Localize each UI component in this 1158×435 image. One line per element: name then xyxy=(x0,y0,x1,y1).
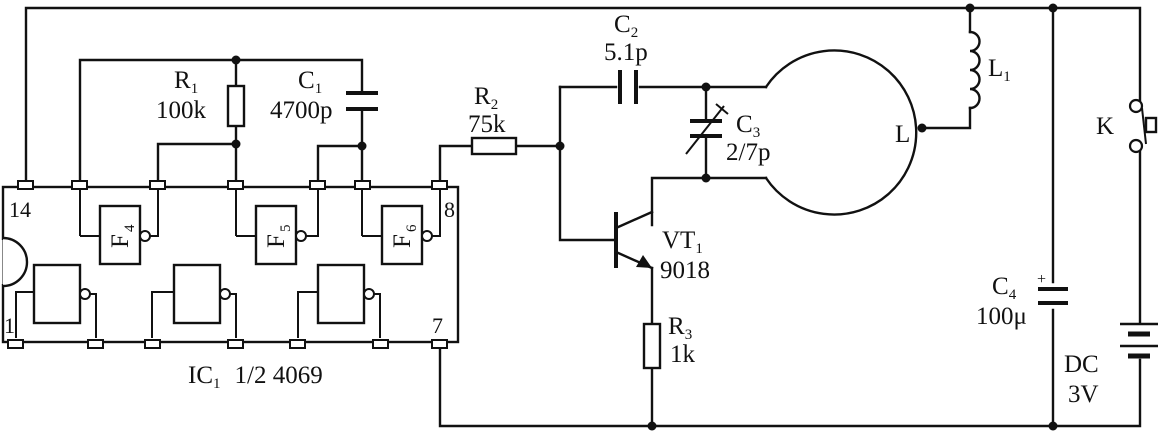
top-rail-wire xyxy=(24,6,1142,184)
ic-pin xyxy=(289,339,306,349)
gate-f4-label: F 4 xyxy=(107,224,138,248)
svg-text:4: 4 xyxy=(122,224,138,232)
svg-text:6: 6 xyxy=(404,224,420,232)
l-to-l1-wire xyxy=(920,106,972,130)
r1-value: 100k xyxy=(156,97,207,124)
ic-notch xyxy=(2,236,29,288)
svg-text:5: 5 xyxy=(278,225,294,233)
svg-text:F: F xyxy=(107,234,134,248)
vt1-ref: VT1 xyxy=(662,227,703,257)
r1-resistor xyxy=(226,84,246,128)
pin8-wire xyxy=(438,144,474,184)
c4-polarity: + xyxy=(1037,271,1046,288)
r1-ref: R1 xyxy=(174,67,198,97)
ic-bottom-pins xyxy=(7,339,448,349)
l1-inductor xyxy=(968,30,981,110)
ic-pin xyxy=(87,339,104,349)
c4-ref: C4 xyxy=(992,273,1017,303)
ic-package: F 4 F 5 F 6 14 8 1 7 xyxy=(0,180,460,349)
collector-wire xyxy=(650,176,768,227)
wires xyxy=(24,6,1142,428)
gate-f5-label: F 5 xyxy=(263,225,294,249)
f5-out-wire xyxy=(316,144,364,184)
gate-lower-2 xyxy=(151,263,237,338)
bottom-rail-wire xyxy=(438,346,1142,428)
r2-ref: R2 xyxy=(474,83,498,113)
base-wire xyxy=(558,85,616,242)
ic-pin xyxy=(227,180,244,190)
ic-pin xyxy=(71,180,88,190)
c1-value: 4700p xyxy=(270,97,333,124)
transistor-vt1 xyxy=(614,210,654,270)
r3-ref: R3 xyxy=(668,313,692,343)
ic-pin xyxy=(309,180,326,190)
r2-resistor xyxy=(470,136,518,156)
c1-capacitor xyxy=(346,91,378,111)
feedback-top-wire xyxy=(78,58,364,184)
c4-capacitor xyxy=(1038,287,1068,305)
gate-f6 xyxy=(361,190,441,266)
c2-capacitor xyxy=(618,70,638,104)
ic-pin xyxy=(354,180,371,190)
junction-dots xyxy=(231,3,1058,431)
ic-pin xyxy=(149,180,166,190)
ic-pin xyxy=(431,180,448,190)
r3-value: 1k xyxy=(670,341,696,368)
l-ref: L xyxy=(895,121,910,148)
ic-pin xyxy=(17,180,34,190)
gate-f5 xyxy=(235,190,319,266)
svg-text:F: F xyxy=(263,234,290,248)
gate-lower-1 xyxy=(15,263,97,338)
r3-resistor xyxy=(642,322,662,370)
ic-pin xyxy=(7,339,24,349)
c3-ref: C3 xyxy=(736,111,760,141)
ic-pin xyxy=(372,339,389,349)
ic-pin xyxy=(227,339,244,349)
pin-7-label: 7 xyxy=(432,313,443,338)
pin-1-label: 1 xyxy=(4,313,15,338)
dc-label: DC xyxy=(1064,351,1099,378)
ic-pin xyxy=(431,339,448,349)
battery-dc xyxy=(1120,322,1158,359)
f4-out-wire xyxy=(156,142,238,184)
gate-f6-label: F 6 xyxy=(389,224,420,248)
gate-f4 xyxy=(79,190,159,266)
ic-top-pins xyxy=(17,180,448,190)
c1-ref: C1 xyxy=(298,67,322,97)
svg-text:F: F xyxy=(389,234,416,248)
c3-value: 2/7p xyxy=(726,139,770,166)
ic-pin xyxy=(144,339,161,349)
c2-ref: C2 xyxy=(614,11,638,41)
gate-lower-3 xyxy=(297,263,381,338)
pin-14-label: 14 xyxy=(9,197,31,222)
c2-value: 5.1p xyxy=(604,39,648,66)
k-ref: K xyxy=(1096,113,1114,140)
pin-8-label: 8 xyxy=(444,197,455,222)
c4-value: 100μ xyxy=(976,303,1027,330)
r2-value: 75k xyxy=(468,111,506,138)
dc-voltage: 3V xyxy=(1068,381,1099,408)
loop-antenna-l xyxy=(764,49,918,216)
c3-variable-capacitor xyxy=(685,103,729,155)
switch-k xyxy=(1128,98,1158,154)
vt1-value: 9018 xyxy=(660,257,710,284)
l1-ref: L1 xyxy=(988,55,1011,85)
